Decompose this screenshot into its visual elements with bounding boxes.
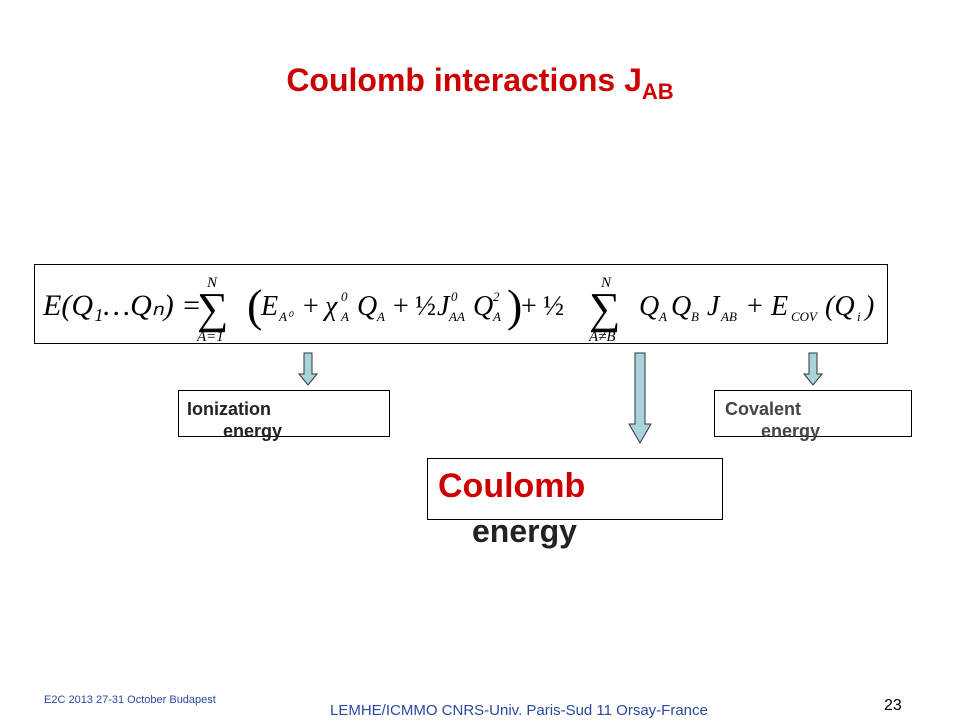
term-qi: (Q <box>825 291 855 322</box>
term-ionization-subscript: A⁰ <box>278 309 294 324</box>
paren-close: ) <box>507 280 522 331</box>
covalent-label-line1: Covalent <box>725 399 802 419</box>
term-ionization: E <box>260 291 278 322</box>
sum-lower-limit-1: A=1 <box>196 329 224 345</box>
paren-open: ( <box>247 280 262 331</box>
equation-box: E(Q₁…Qₙ) = N ∑ A=1 ( E A⁰ + χ 0 A Q A + … <box>34 264 888 345</box>
term-chi-superscript: 0 <box>341 289 348 304</box>
arrow-down-ionization-icon <box>298 352 318 386</box>
arrow-down-covalent-icon <box>803 352 823 386</box>
slide-title-subscript: AB <box>641 79 674 104</box>
term-qb-subscript: B <box>691 309 699 324</box>
ionization-label-line2: energy <box>223 421 283 441</box>
term-j: J <box>437 291 451 322</box>
ionization-label-line1: Ionization <box>187 399 271 419</box>
term-chi-subscript: A <box>340 309 349 324</box>
term-q-2-superscript: 2 <box>493 289 500 304</box>
half-1: ½ <box>415 291 436 322</box>
term-q-1-subscript: A <box>376 309 385 324</box>
term-qa-subscript: A <box>658 309 667 324</box>
page-number: 23 <box>884 697 902 714</box>
plus-3: + <box>521 291 537 322</box>
sum-upper-limit-2: N <box>600 275 612 291</box>
term-q-1: Q <box>357 291 377 322</box>
footer-institution: LEMHE/ICMMO CNRS-Univ. Paris-Sud 11 Orsa… <box>330 702 708 719</box>
term-jab: J <box>707 291 721 322</box>
term-q-2: Q <box>473 291 493 322</box>
sum-upper-limit-1: N <box>206 275 218 291</box>
term-j-subscript: AA <box>448 309 465 324</box>
term-q-2-subscript: A <box>492 309 501 324</box>
sum-symbol-1: ∑ <box>197 284 228 333</box>
sum-symbol-2: ∑ <box>589 284 620 333</box>
equation-lhs: E(Q₁…Qₙ) = <box>42 289 201 322</box>
term-chi: χ <box>322 291 338 322</box>
plus-2: + <box>393 291 409 322</box>
term-ecov-subscript: COV <box>791 309 819 324</box>
footer-conference: E2C 2013 27-31 October Budapest <box>44 694 216 706</box>
ionization-energy-box: Ionization energy <box>178 390 390 441</box>
slide-title: Coulomb interactions JAB <box>0 62 960 104</box>
term-j-superscript: 0 <box>451 289 458 304</box>
term-qi-subscript: i <box>857 309 861 324</box>
slide-title-main: Coulomb interactions J <box>286 62 642 98</box>
term-ecov: E <box>770 291 788 322</box>
half-2: ½ <box>543 291 564 322</box>
coulomb-energy-box: Coulomb energy <box>427 458 723 549</box>
plus-1: + <box>303 291 319 322</box>
covalent-energy-box: Covalent energy <box>714 390 912 441</box>
term-jab-subscript: AB <box>720 309 737 324</box>
term-qa: Q <box>639 291 659 322</box>
energy-equation: E(Q₁…Qₙ) = N ∑ A=1 ( E A⁰ + χ 0 A Q A + … <box>42 275 874 345</box>
sum-lower-limit-2: A≠B <box>588 329 616 345</box>
term-qi-close: ) <box>863 291 874 322</box>
term-qb: Q <box>671 291 691 322</box>
coulomb-label-line2: energy <box>472 513 577 549</box>
arrow-down-coulomb-icon <box>628 352 652 444</box>
covalent-label-line2: energy <box>761 421 821 441</box>
coulomb-label-line1: Coulomb <box>438 467 586 505</box>
plus-4: + <box>747 291 763 322</box>
